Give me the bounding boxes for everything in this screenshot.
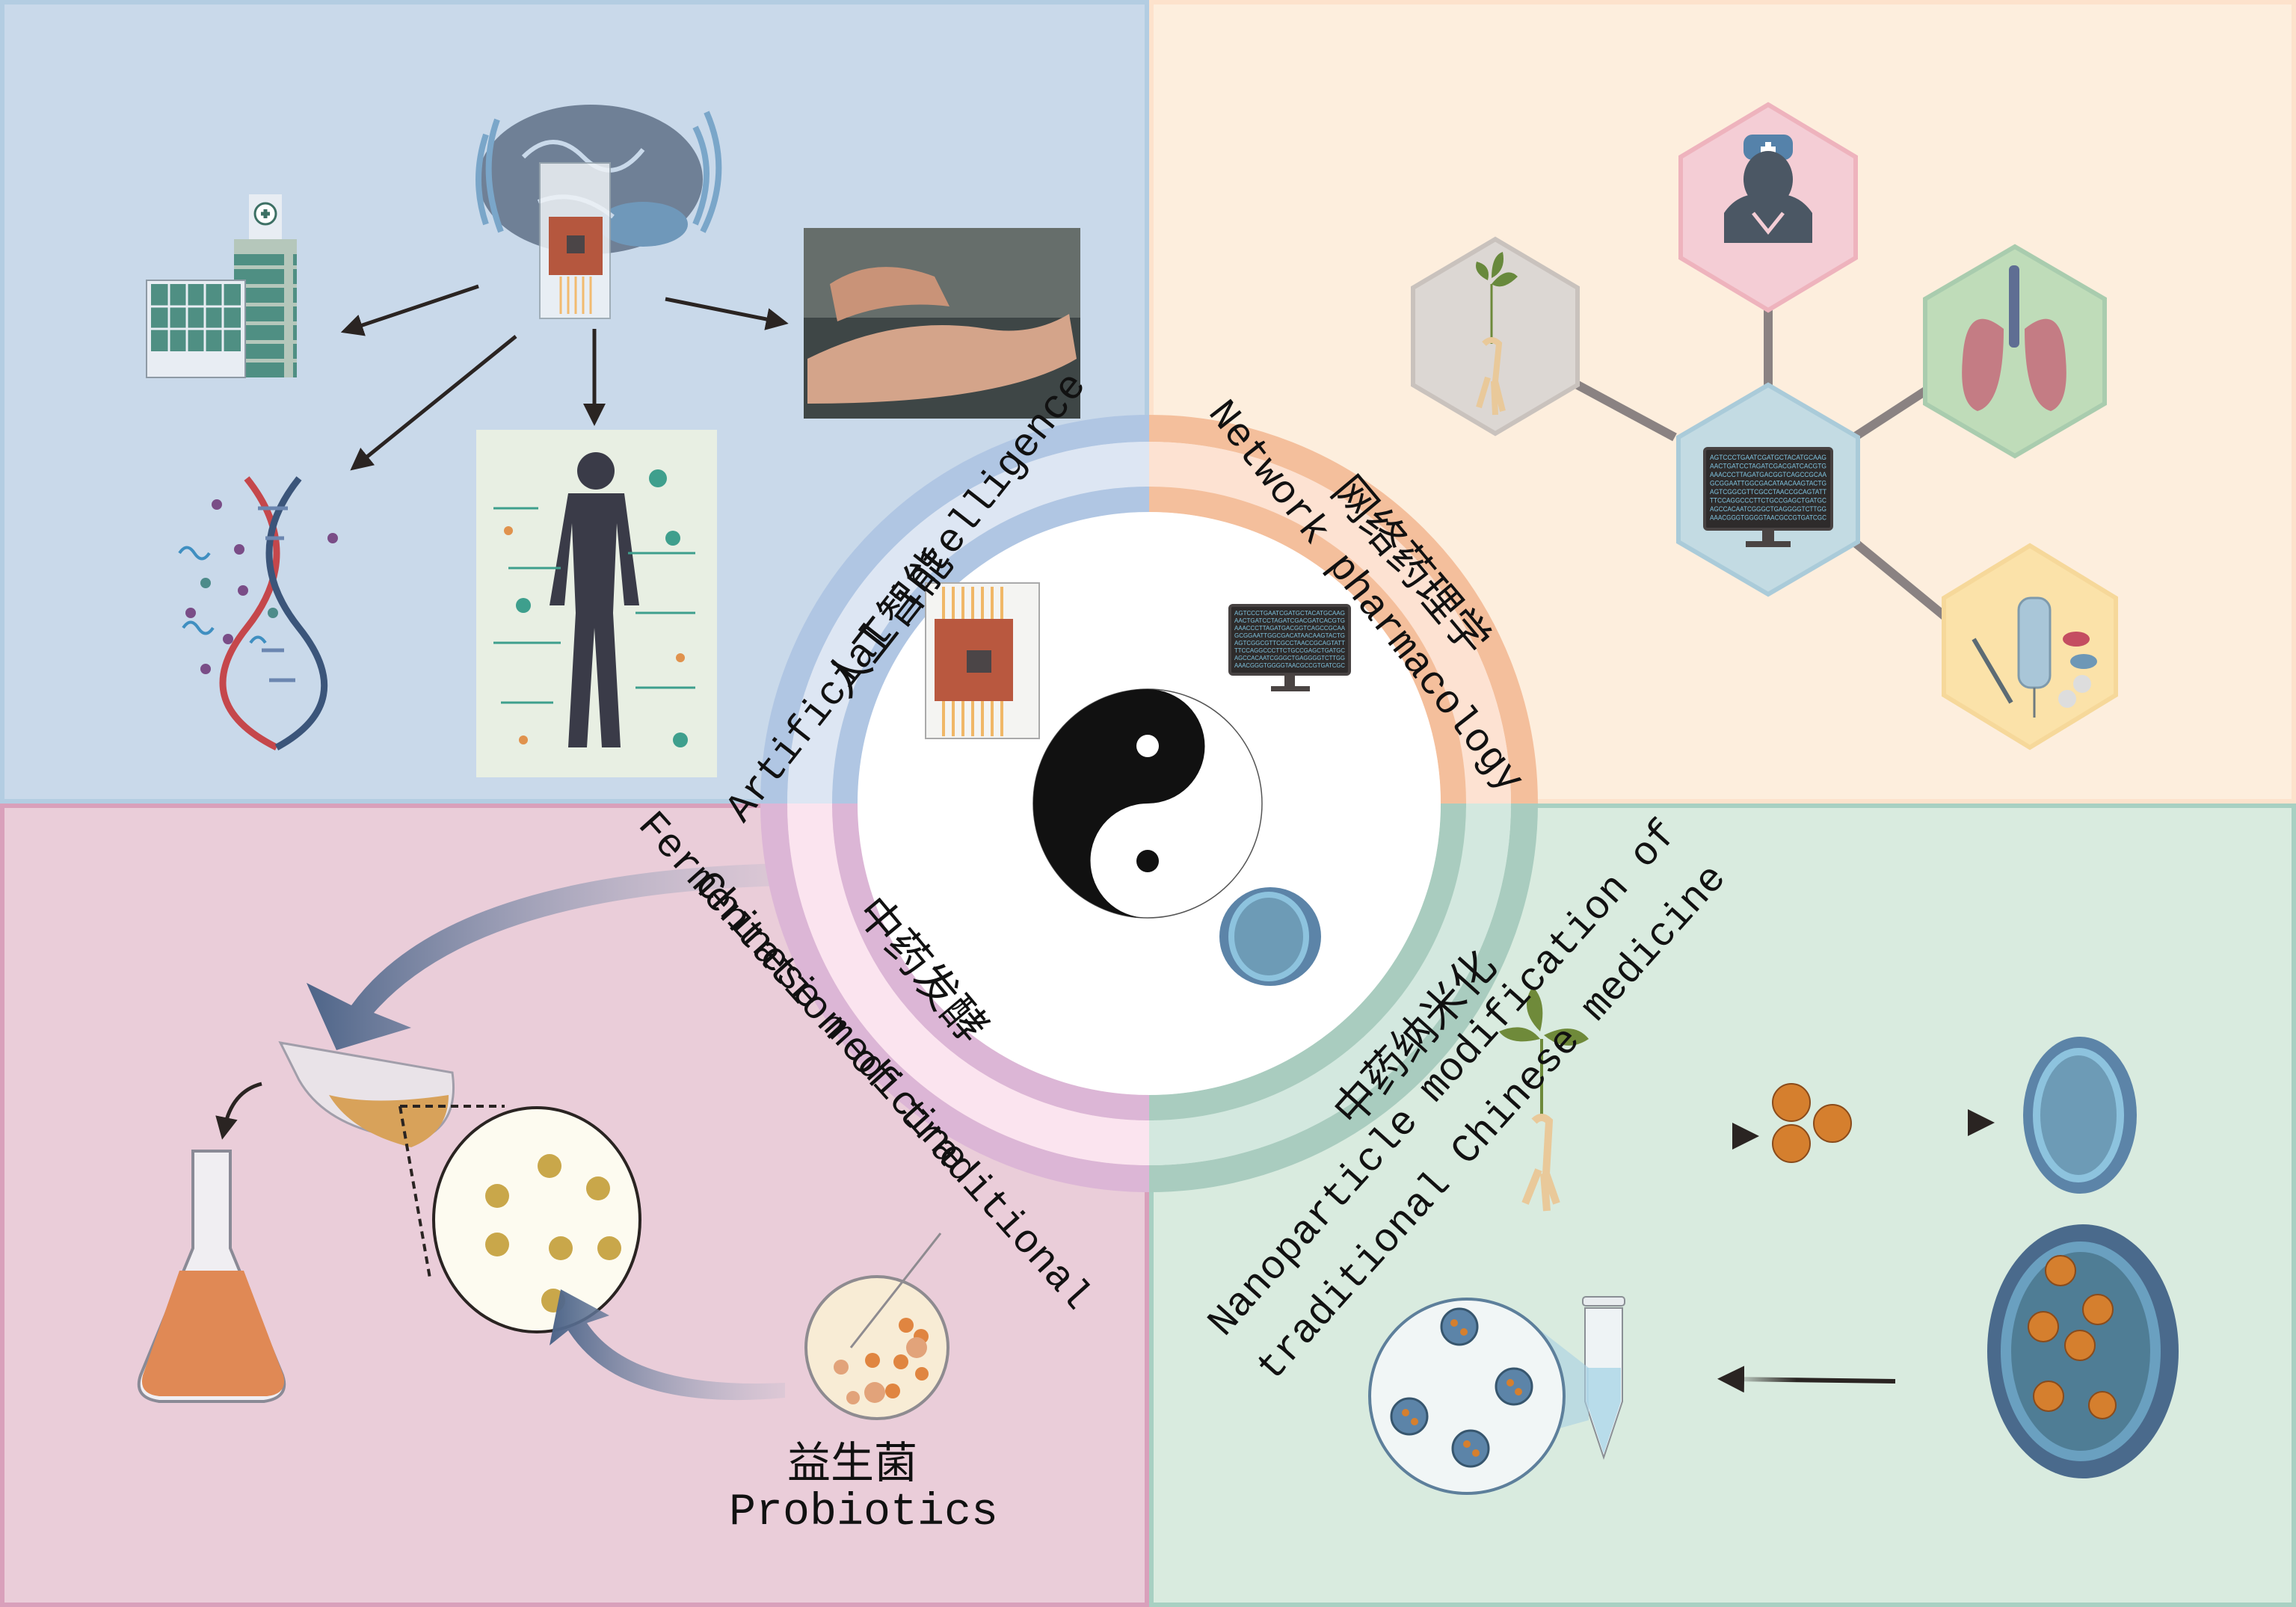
brain-chip-icon <box>475 105 722 319</box>
ai-arrows <box>340 284 789 471</box>
hexagon-computer: AGTCCCTGAATCGATGCTACATGCAAG AACTGATCCTAGA… <box>1676 382 1860 597</box>
arrow-to-pulse <box>665 297 789 330</box>
nanoparticle-illustrations <box>1368 987 2179 1495</box>
network-pharmacology-illustrations: AGTCCCTGAATCGATGCTACATGCAAG AACTGATCCTAGA… <box>1411 102 2118 750</box>
arrow-4 <box>1717 1366 1896 1393</box>
probiotics-label-en: Probiotics <box>729 1487 999 1538</box>
nanoparticles-icon <box>1772 1083 1852 1163</box>
dna-sequence-line: GCGGAATTGGCGACATAACAAGTACTG <box>1234 632 1345 639</box>
dna-sequence-line: AACTGATCCTAGATCGACGATCACGTG <box>1710 463 1826 470</box>
hexagon-ginseng <box>1411 236 1580 437</box>
dna-sequence-line: AGCCACAATCGGGCTGAGGGGTCTTGG <box>1234 654 1345 661</box>
dna-sequence-line: AGTCCCTGAATCGATGCTACATGCAAG <box>1710 454 1826 461</box>
loaded-liposome-icon <box>1987 1224 2179 1478</box>
hexagon-medicine <box>1942 543 2118 750</box>
pour-arrow <box>215 1082 262 1140</box>
hexagon-doctor <box>1678 102 1858 313</box>
beaker-icon <box>278 1041 455 1147</box>
liposome-center-icon <box>1219 887 1321 986</box>
microscope-view-icon <box>398 1105 641 1333</box>
petri-dish-icon <box>804 1233 950 1420</box>
dna-sequence-line: AGTCGGCGTTCGCCTAACCGCAGTATT <box>1710 488 1826 496</box>
computer-dna-center-icon: AGTCCCTGAATCGATGCTACATGCAAGAACTGATCCTAGA… <box>1228 604 1351 691</box>
dna-sequence-line: TTCCAGGCCCTTCTGCCGAGCTGATGC <box>1234 647 1345 654</box>
hospital-icon <box>146 194 297 378</box>
tube-icon <box>1582 1296 1625 1461</box>
yin-yang-icon <box>1032 688 1263 919</box>
dna-sequence-line: AGTCGGCGTTCGCCTAACCGCAGTATT <box>1234 639 1345 647</box>
ginseng-icon <box>1476 252 1518 416</box>
dna-sequence-line: AAACCCTTAGATGACGGTCAGCCGCAA <box>1710 471 1826 478</box>
microchip-icon <box>925 582 1040 739</box>
dna-icon <box>178 476 338 751</box>
lungs-icon <box>1962 265 2066 411</box>
arrow-to-dna <box>350 335 517 471</box>
dna-sequence-line: AGCCACAATCGGGCTGAGGGGTCTTGG <box>1710 505 1826 513</box>
ai-illustrations <box>146 105 1080 777</box>
medicine-icon <box>1972 596 2097 718</box>
dna-sequence-line: GCGGAATTGGCGACATAACAAGTACTG <box>1710 480 1826 487</box>
curved-arrow-large <box>307 863 785 1050</box>
probiotics-label-cn: 益生菌 <box>787 1437 918 1488</box>
dna-sequence-line: AAACCCTTAGATGACGGTCAGCCGCAA <box>1234 624 1345 632</box>
dna-sequence-line: AACTGATCCTAGATCGACGATCACGTG <box>1234 617 1345 624</box>
digital-human-body-image <box>476 430 717 777</box>
dna-sequence-line: AAACGGGTGGGGTAACGCCGTGATCGC <box>1234 661 1345 669</box>
pulse-diagnosis-photo <box>804 228 1080 419</box>
curved-arrow-small <box>550 1289 785 1401</box>
dna-sequence-line: TTCCAGGCCCTTCTGCCGAGCTGATGC <box>1710 497 1826 505</box>
ginseng-plant-icon <box>1499 987 1589 1212</box>
zoom-view-icon <box>1368 1298 1589 1495</box>
liposome-icon <box>2023 1037 2137 1194</box>
hexagon-lungs <box>1923 244 2107 459</box>
dna-sequence-line: AAACGGGTGGGGTAACGCCGTGATCGC <box>1710 514 1826 522</box>
computer-dna-icon: AGTCCCTGAATCGATGCTACATGCAAG AACTGATCCTAGA… <box>1703 447 1833 547</box>
arrow-to-hospital <box>340 284 479 336</box>
flask-icon <box>137 1150 286 1403</box>
dna-sequence-line: AGTCCCTGAATCGATGCTACATGCAAG <box>1234 609 1345 617</box>
